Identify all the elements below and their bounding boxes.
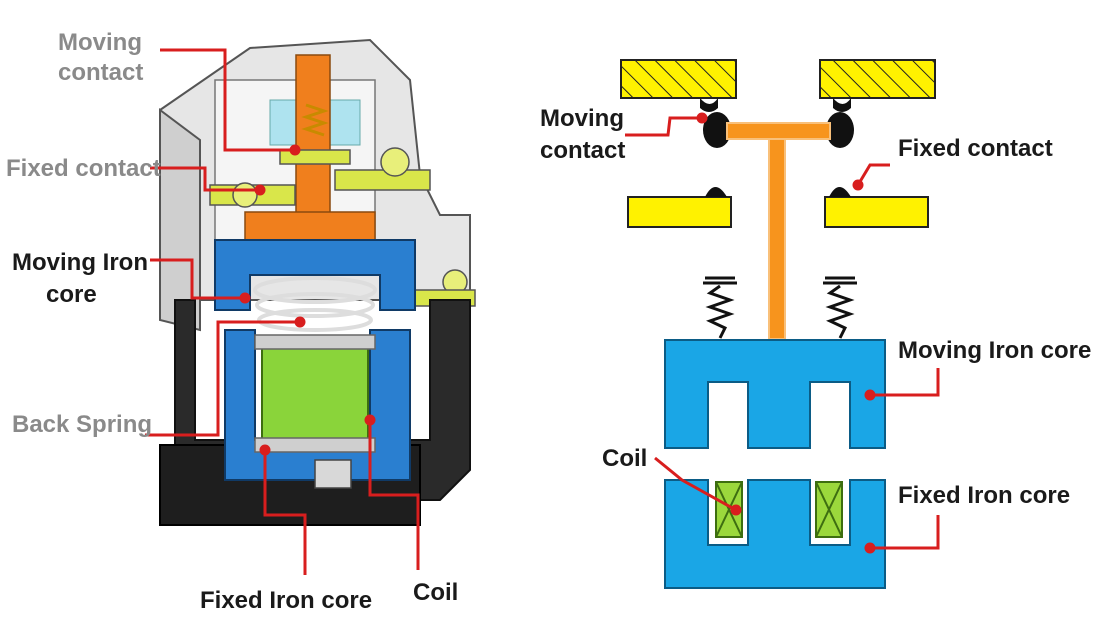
label-moving-contact-left-1: Moving — [58, 29, 142, 56]
moving-contact-right — [826, 112, 854, 148]
coil-bobbin-top — [254, 334, 376, 350]
leader-fixed-iron-core-left — [263, 450, 307, 575]
label-fixed-iron-core-right: Fixed Iron core — [898, 482, 1070, 509]
back-spring-ring-1 — [253, 276, 377, 304]
spring-right — [823, 276, 857, 339]
leader-fixed-iron-core-right — [870, 515, 940, 550]
terminal-screw-1 — [232, 182, 258, 208]
fixed-iron-core-schematic — [664, 479, 886, 589]
coil-bobbin-bottom — [254, 437, 376, 453]
coil-cutaway — [261, 336, 369, 449]
right-leader-lines — [625, 112, 940, 554]
fixed-contact-right — [334, 169, 431, 191]
label-moving-iron-core-left-2: core — [46, 281, 97, 308]
left-leader-lines — [145, 48, 420, 575]
moving-contact-left — [703, 112, 731, 148]
left-labels: Moving contact Fixed contact Moving Iron… — [6, 29, 458, 614]
label-moving-contact-right-2: contact — [540, 137, 625, 164]
housing-side — [159, 108, 201, 332]
back-spring-ring-2 — [255, 292, 375, 318]
label-coil-right: Coil — [602, 445, 647, 472]
coil-winding-right — [815, 481, 843, 538]
label-moving-contact-right-1: Moving — [540, 105, 624, 132]
lower-contact-tip-right — [829, 187, 851, 197]
label-moving-iron-core-right: Moving Iron core — [898, 337, 1091, 364]
moving-iron-core-schematic — [664, 339, 886, 449]
upper-support-right — [819, 59, 936, 99]
leader-moving-iron-core-right — [870, 368, 940, 397]
spring-left — [703, 276, 737, 339]
upper-contact-tip-left — [700, 98, 718, 112]
contact-spring — [301, 103, 329, 137]
label-fixed-iron-core-left: Fixed Iron core — [200, 587, 372, 614]
cutaway-contactor-illustration — [159, 38, 476, 526]
label-fixed-contact-left: Fixed contact — [6, 155, 161, 182]
leader-fixed-contact-right — [856, 163, 890, 186]
lower-contact-tip-left — [705, 187, 727, 197]
label-fixed-contact-right: Fixed contact — [898, 135, 1053, 162]
leader-moving-contact-left — [160, 48, 295, 152]
leader-coil-left — [368, 420, 420, 570]
lower-fixed-contact-right — [824, 196, 929, 228]
label-moving-iron-core-left-1: Moving Iron — [12, 249, 148, 276]
label-moving-contact-left-2: contact — [58, 59, 143, 86]
contactor-schematic — [620, 59, 936, 589]
base-clip — [314, 459, 352, 489]
terminal-screw-2 — [380, 147, 410, 177]
armature-crossbar — [726, 122, 831, 140]
label-coil-left: Coil — [413, 579, 458, 606]
leader-moving-iron-core-left — [150, 258, 245, 300]
leader-coil-right — [654, 456, 737, 512]
leader-moving-contact-right — [625, 116, 702, 137]
lower-fixed-contact-left — [627, 196, 732, 228]
label-back-spring-left: Back Spring — [12, 411, 152, 438]
back-spring-ring-3 — [257, 308, 373, 332]
leader-back-spring-left — [145, 320, 300, 437]
moving-iron-core-cutaway — [214, 239, 416, 311]
leader-fixed-contact-left — [150, 166, 260, 192]
right-labels: Moving contact Fixed contact Moving Iron… — [540, 105, 1091, 509]
upper-support-left — [620, 59, 737, 99]
armature-rod — [768, 138, 786, 340]
upper-contact-tip-right — [833, 98, 851, 112]
